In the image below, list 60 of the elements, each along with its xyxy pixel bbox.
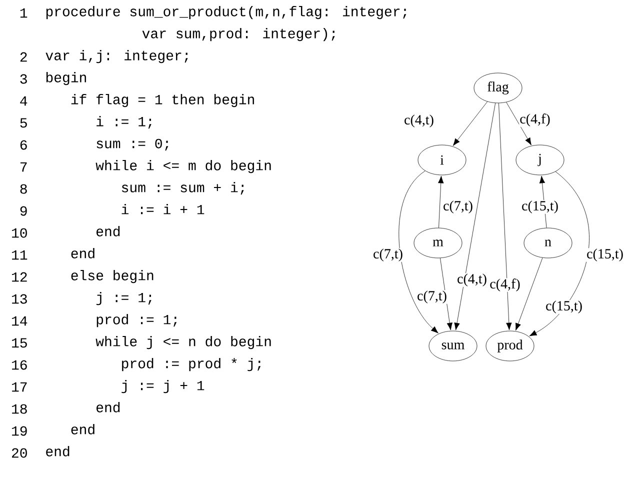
- arrow: [539, 176, 547, 228]
- edge-label: c(15,t): [545, 300, 583, 314]
- edge-label: c(15,t): [586, 248, 624, 262]
- arrow: [515, 258, 543, 331]
- arrow: [440, 258, 452, 330]
- code-line: i := 1;: [96, 116, 152, 129]
- arrow: [452, 101, 488, 146]
- line-number: 16: [12, 360, 27, 370]
- line-number: 2: [20, 52, 27, 62]
- arrow: [454, 102, 496, 330]
- edge-label: c(7,t): [416, 290, 448, 304]
- line-number: 14: [12, 316, 28, 326]
- line-number: 7: [20, 162, 27, 172]
- code-line: begin: [46, 72, 86, 86]
- code-line: end: [96, 402, 120, 412]
- line-number: 3: [20, 74, 27, 84]
- edge-label: c(7,t): [372, 248, 404, 262]
- line-number: 18: [12, 404, 27, 414]
- code-line: prod := 1;: [96, 314, 177, 328]
- code-line: else begin: [71, 270, 154, 284]
- edge-label: c(7,t): [442, 200, 474, 214]
- arrow: [506, 102, 532, 146]
- code-line: j := 1;: [96, 292, 152, 306]
- code-line: end: [46, 446, 70, 456]
- code-line: end: [96, 226, 120, 236]
- line-number: 12: [12, 272, 27, 282]
- code-line: var i,j: integer;: [46, 50, 188, 64]
- edge-label: c(4,f): [519, 113, 551, 127]
- arrow: [498, 102, 512, 330]
- code-line: prod := prod * j;: [122, 358, 261, 372]
- code-line: sum := 0;: [96, 138, 168, 151]
- code-line: end: [71, 424, 94, 434]
- code-line: while j <= n do begin: [96, 336, 271, 350]
- code-line: j := j + 1: [122, 380, 204, 394]
- line-number: 11: [12, 250, 28, 260]
- line-number: 17: [12, 382, 27, 392]
- line-number: 6: [20, 140, 27, 150]
- arrow: [438, 176, 444, 228]
- edge-label: c(15,t): [521, 200, 559, 214]
- line-number: 1: [20, 8, 28, 18]
- line-number: 5: [20, 118, 27, 128]
- edge-label: c(4,t): [404, 114, 434, 128]
- line-number: 20: [12, 448, 27, 458]
- edge-label: c(4,f): [489, 278, 521, 292]
- code-line: sum := sum + i;: [122, 182, 244, 195]
- line-number: 10: [12, 228, 27, 238]
- code-line: if flag = 1 then begin: [71, 94, 254, 108]
- line-number: 9: [20, 206, 27, 216]
- line-number: 15: [12, 338, 27, 348]
- code-line: while i <= m do begin: [96, 160, 271, 174]
- line-number: 13: [12, 294, 27, 304]
- code-line: i := i + 1: [122, 204, 204, 214]
- line-number: 4: [20, 96, 28, 106]
- code-line: procedure sum_or_product(m,n,flag: integer;: [46, 6, 406, 20]
- line-number: 19: [12, 426, 27, 436]
- line-number: 8: [20, 184, 27, 194]
- arrow: [398, 170, 438, 334]
- code-line: end: [71, 248, 94, 258]
- edge-label: c(4,t): [456, 273, 488, 287]
- code-line: var sum,prod: integer);: [142, 28, 335, 42]
